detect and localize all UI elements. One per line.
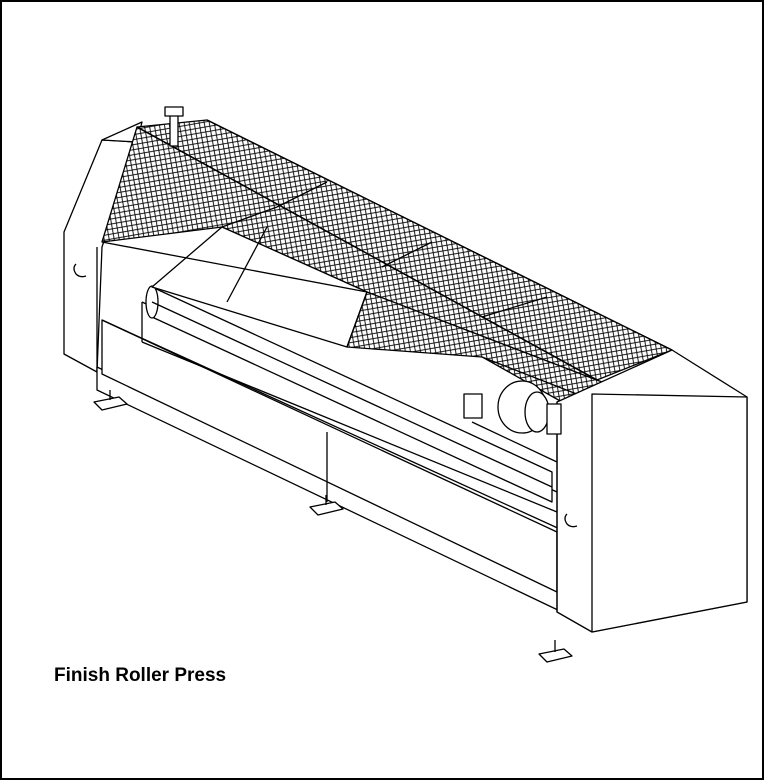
right-housing-side (591, 393, 748, 633)
sensor-post (169, 113, 179, 147)
foot-middle (309, 501, 344, 516)
foot-left (93, 396, 128, 411)
right-handle-icon (564, 513, 578, 528)
motor-box (463, 393, 483, 419)
left-handle-icon (73, 263, 87, 278)
figure-caption: Finish Roller Press (54, 665, 227, 686)
foot-right (538, 648, 573, 663)
